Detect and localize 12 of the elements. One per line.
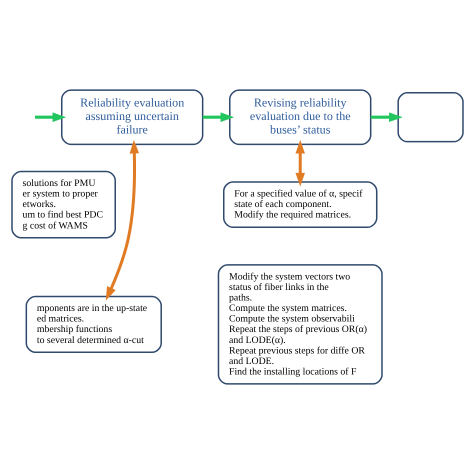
node-box: Revising reliability evaluation due to the buses’ status bbox=[228, 89, 371, 146]
arrow bbox=[370, 112, 402, 122]
node-box: Reliability evaluation assuming uncertain failure bbox=[60, 89, 203, 146]
node-box: For a specified value of α, specif state of each component. Modify the required matrices. bbox=[222, 181, 377, 228]
arrow bbox=[105, 140, 139, 301]
node-box: Modify the system vectors two status of fiber links in the paths. Compute the system matrices. Compute the system observabili Repeat the steps of previous OR(α) and LODE(α). Repeat previous steps for diffe OR and LODE. Find the installing locations of F bbox=[217, 264, 382, 385]
node-box: mponents are in the up-state ed matrices. mbership functions to several determined α-cut bbox=[25, 296, 162, 354]
node-box: solutions for PMU er system to proper etworks. um to find best PDC g cost of WAMS bbox=[10, 170, 116, 238]
arrow bbox=[202, 112, 234, 122]
arrow bbox=[34, 112, 66, 122]
arrow bbox=[294, 140, 304, 186]
node-box bbox=[396, 92, 464, 142]
